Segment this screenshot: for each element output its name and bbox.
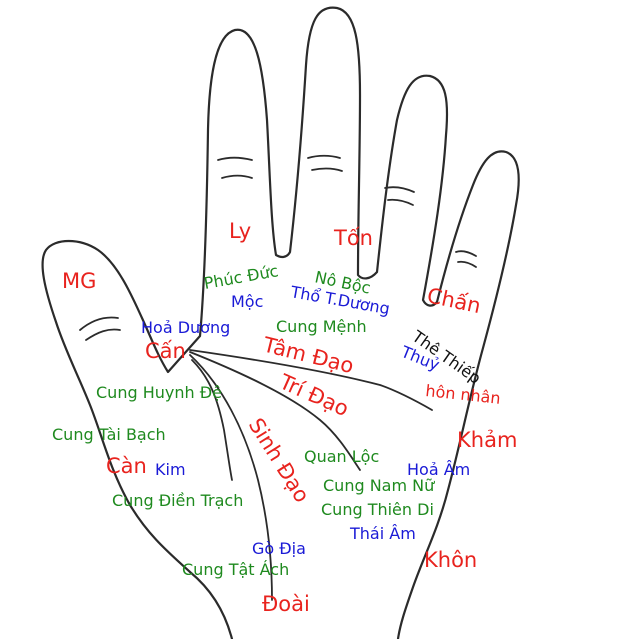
label-quan-loc: Quan Lộc (304, 447, 379, 466)
label-cung-tai-bach: Cung Tài Bạch (52, 425, 166, 444)
label-kim: Kim (155, 460, 186, 479)
label-ton: Tốn (333, 226, 373, 250)
branch-line (191, 359, 233, 481)
label-chan: Chấn (425, 283, 483, 318)
label-cung-nam-nu: Cung Nam Nữ (323, 476, 435, 495)
label-cung-menh: Cung Mệnh (276, 317, 367, 336)
label-cung-dien-trach: Cung Điền Trạch (112, 491, 243, 510)
label-ly: Ly (229, 219, 251, 243)
label-hoa-duong: Hoả Dương (141, 318, 230, 337)
label-hoa-am: Hoả Âm (407, 460, 470, 479)
label-doai: Đoài (262, 592, 310, 616)
label-mg: MG (62, 269, 96, 293)
label-cung-tat-ach: Cung Tật Ách (182, 560, 289, 579)
palm-lines (189, 349, 433, 601)
finger-creases (79, 154, 477, 341)
label-tam-dao: Tâm Đạo (260, 332, 356, 378)
label-can-upper: Cấn (145, 339, 186, 363)
label-can-lower: Càn (106, 454, 147, 478)
label-moc: Mộc (231, 292, 263, 311)
label-cung-thien-di: Cung Thiên Di (321, 500, 434, 519)
label-tri-dao: Trí Đạo (275, 369, 352, 421)
hand-outline (41, 6, 520, 641)
life-line (189, 354, 273, 601)
label-cung-huynh-de: Cung Huynh Đệ (96, 383, 222, 402)
label-khon: Khôn (424, 548, 477, 572)
heart-line (189, 349, 433, 411)
label-kham: Khảm (457, 428, 517, 452)
label-phuc-duc: Phúc Đức (202, 261, 279, 293)
label-thai-am: Thái Âm (349, 524, 416, 543)
label-go-dia: Gò Địa (252, 539, 306, 558)
label-hon-nhan: hôn nhân (425, 381, 502, 408)
head-line (189, 351, 361, 471)
